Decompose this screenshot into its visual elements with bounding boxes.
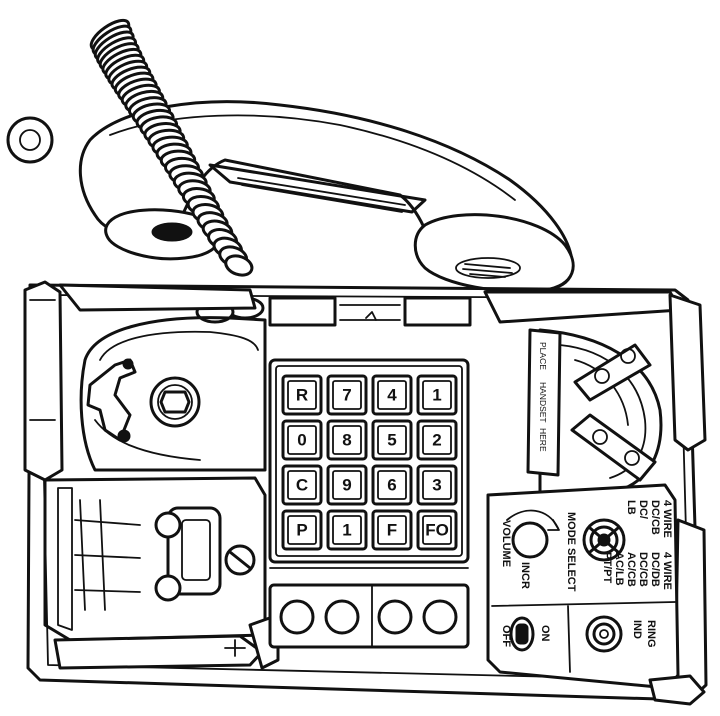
keypad-key[interactable]: C [281,464,323,506]
volume-label: VOLUME [500,520,512,567]
keypad-key[interactable]: 1 [326,509,368,551]
keypad-key[interactable]: 0 [281,419,323,461]
aux-button-2[interactable] [324,599,360,635]
ring-label: RING [645,620,657,648]
keypad-key-label: 1 [432,386,441,405]
keypad-key[interactable]: 3 [416,464,458,506]
mode-option-label: DC/DB [649,552,661,587]
aux-button-1[interactable] [279,599,315,635]
mode-option-label: PT/PT [601,552,613,583]
keypad-key[interactable]: R [281,374,323,416]
keypad-key-label: 7 [342,386,351,405]
keypad-key[interactable]: 1 [416,374,458,416]
power-off-label: OFF [500,625,512,647]
keypad-key[interactable]: 8 [326,419,368,461]
handset [78,100,575,293]
mode-option-label: 4 WIRE [661,500,673,538]
mode-option-label: DC/ [637,500,649,519]
keypad-key-label: 8 [342,431,351,450]
keypad-key-label: C [296,476,308,495]
mode-option-label: DC/CB [649,500,661,535]
keypad-key-label: P [296,521,307,540]
mode-option-label: 4 WIRE [661,552,673,590]
mode-option-label: AC/LB [613,552,625,586]
keypad-key-label: 2 [432,431,441,450]
ind-label: IND [631,620,643,639]
instruction-line-place: PLACE [538,342,548,370]
keypad-key[interactable]: 9 [326,464,368,506]
speaker-grille-handle [154,506,222,602]
keypad-key-label: 5 [387,431,396,450]
handset-instruction-label: PLACE HANDSET HERE [526,328,562,477]
keypad-key-label: FO [425,521,449,540]
mode-option-label: LB [625,500,637,515]
module-screw [224,544,256,576]
keypad-key[interactable]: 7 [326,374,368,416]
keypad-key-label: 0 [297,431,306,450]
lower-handset-clip [570,413,657,482]
mode-select-label: MODE SELECT [565,512,577,592]
power-on-label: ON [539,625,551,642]
keypad-key[interactable]: 2 [416,419,458,461]
upper-handset-clip [573,343,652,402]
instruction-line-handset: HANDSET [538,382,548,423]
keypad-key-label: 6 [387,476,396,495]
aux-button-3[interactable] [377,599,413,635]
keypad-key[interactable]: 6 [371,464,413,506]
keypad-key-label: R [296,386,308,405]
keypad-key-label: 1 [342,521,351,540]
aux-button-4[interactable] [422,599,458,635]
instruction-line-here: HERE [538,428,548,452]
keypad-key-label: F [387,521,397,540]
volume-knob[interactable] [511,521,549,559]
earpiece-grille [462,263,513,278]
mode-select-switch[interactable] [582,518,626,562]
keypad-key-label: 4 [387,386,397,405]
keypad-key[interactable]: P [281,509,323,551]
auxiliary-button-row [268,567,470,649]
keypad-key[interactable]: FO [416,509,458,551]
mode-option-label: DC/CB [637,552,649,587]
keypad-key[interactable]: 5 [371,419,413,461]
power-toggle-switch[interactable] [509,616,535,652]
incr-label: INCR [519,562,531,589]
ring-indicator-lamp [585,615,623,653]
keypad-key-label: 3 [432,476,441,495]
keypad-key-label: 9 [342,476,351,495]
keypad-key[interactable]: F [371,509,413,551]
keypad-key[interactable]: 4 [371,374,413,416]
mode-option-label: AC/CB [625,552,637,587]
